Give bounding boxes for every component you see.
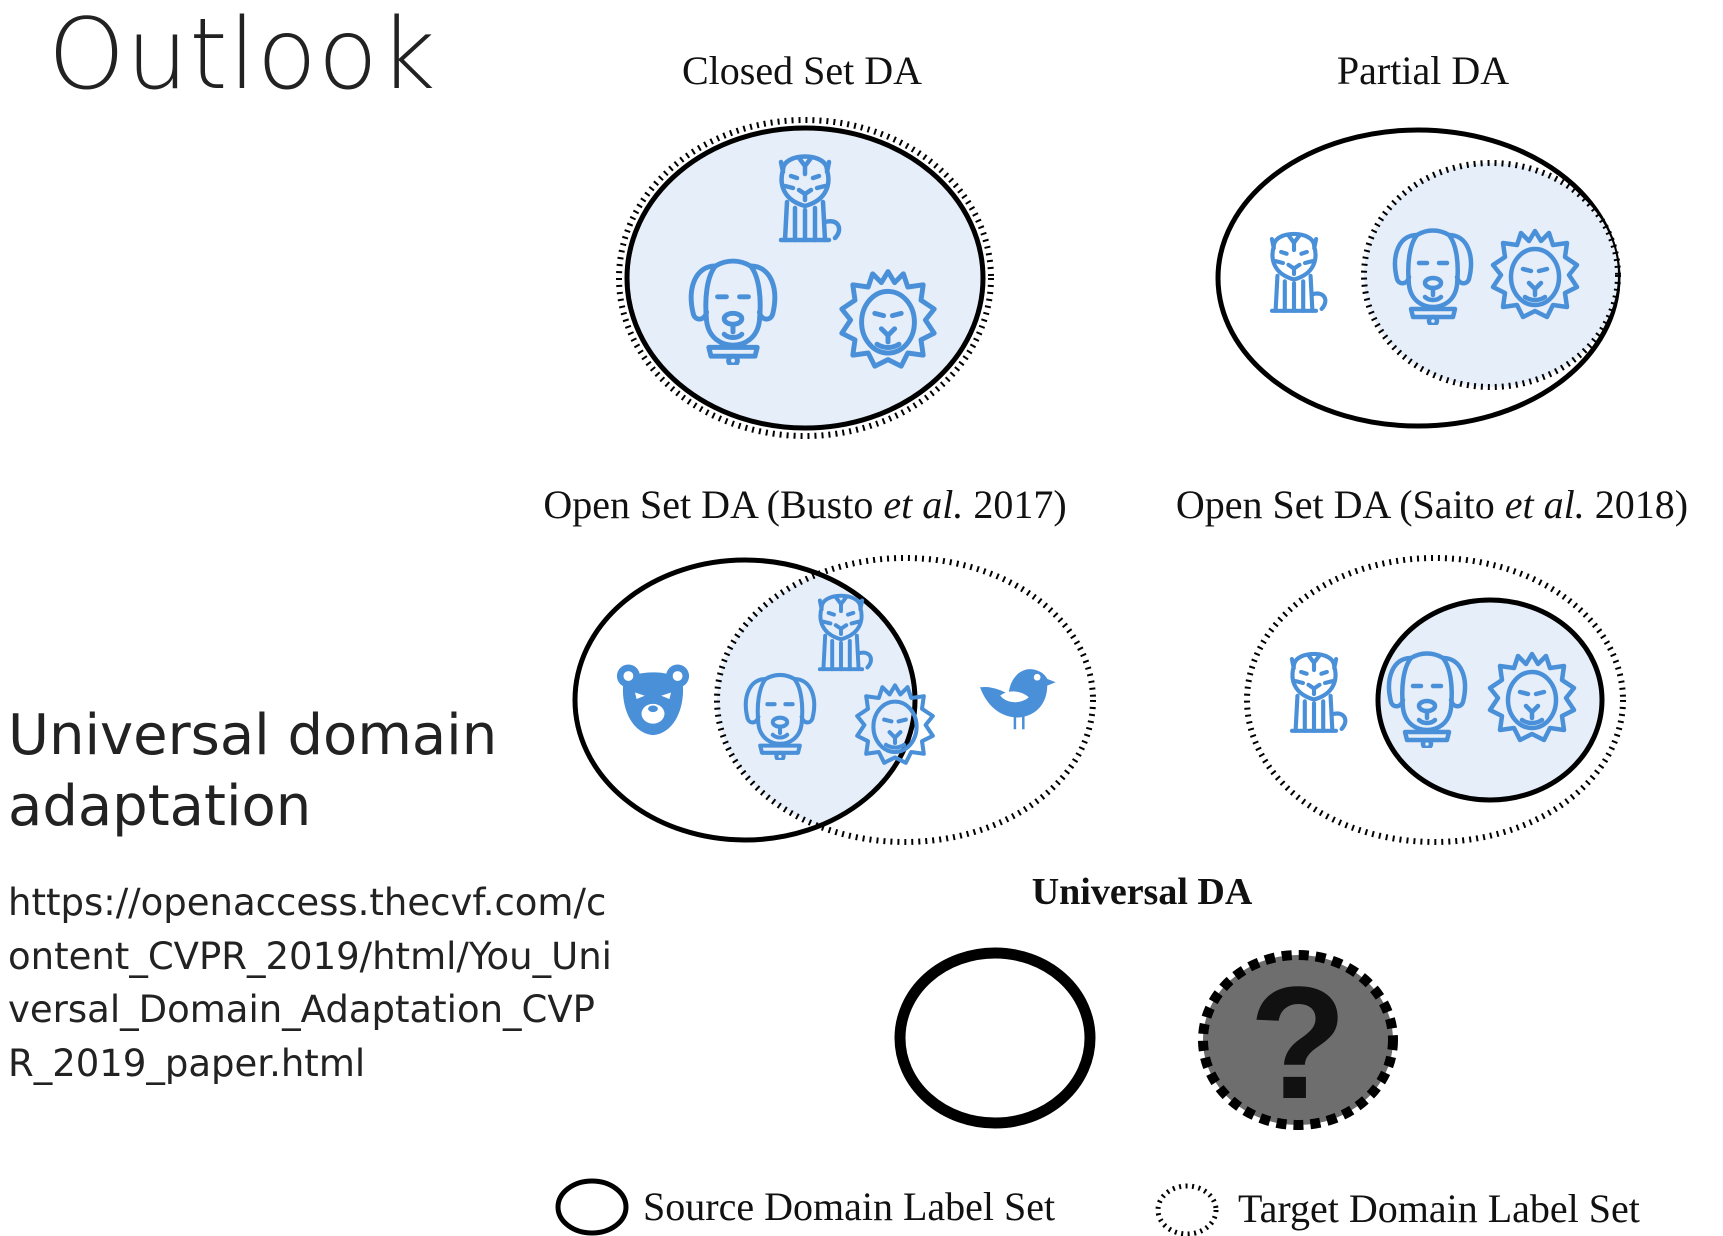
section-heading: Universal domain adaptation bbox=[8, 703, 498, 840]
panel-open-set-busto-title: Open Set DA (Busto et al. 2017) bbox=[543, 482, 1066, 527]
source-url[interactable]: https://openaccess.thecvf.com/content_CV… bbox=[8, 881, 612, 1085]
target-set-ellipse bbox=[1361, 160, 1621, 390]
question-mark-icon: ? bbox=[1249, 953, 1347, 1132]
panel-partial: Partial DA bbox=[1215, 48, 1621, 429]
target-set-ellipse bbox=[1244, 555, 1626, 845]
source-set-ellipse bbox=[894, 947, 1096, 1129]
tiger-icon bbox=[1292, 654, 1345, 731]
legend: Source Domain Label Set Target Domain La… bbox=[555, 1178, 1640, 1236]
panel-open-set-busto: Open Set DA (Busto et al. 2017) bbox=[543, 482, 1096, 845]
panel-open-set-saito-title: Open Set DA (Saito et al. 2018) bbox=[1176, 482, 1688, 527]
panel-closed-set: Closed Set DA bbox=[616, 48, 994, 439]
legend-source-swatch bbox=[555, 1178, 629, 1236]
target-set-ellipse bbox=[714, 555, 1096, 845]
source-set-ellipse bbox=[572, 557, 918, 843]
tiger-icon bbox=[1272, 234, 1325, 311]
panel-closed-set-title: Closed Set DA bbox=[682, 48, 922, 93]
bear-icon bbox=[616, 664, 690, 736]
unknown-target-set bbox=[1198, 950, 1398, 1130]
panel-open-set-saito: Open Set DA (Saito et al. 2018) bbox=[1176, 482, 1688, 845]
legend-target-label: Target Domain Label Set bbox=[1238, 1186, 1640, 1231]
slide-title: Outlook bbox=[48, 0, 437, 112]
legend-target-swatch bbox=[1155, 1183, 1219, 1236]
bird-icon bbox=[980, 669, 1056, 730]
source-set-ellipse bbox=[1215, 127, 1621, 429]
target-set-ellipse bbox=[616, 117, 994, 439]
panel-universal-title: Universal DA bbox=[1032, 871, 1253, 913]
panel-universal: Universal DA ? bbox=[894, 871, 1398, 1132]
panel-partial-title: Partial DA bbox=[1337, 48, 1509, 93]
source-set-ellipse bbox=[1375, 597, 1605, 803]
legend-source-label: Source Domain Label Set bbox=[643, 1184, 1055, 1229]
overlap-region bbox=[717, 560, 915, 840]
